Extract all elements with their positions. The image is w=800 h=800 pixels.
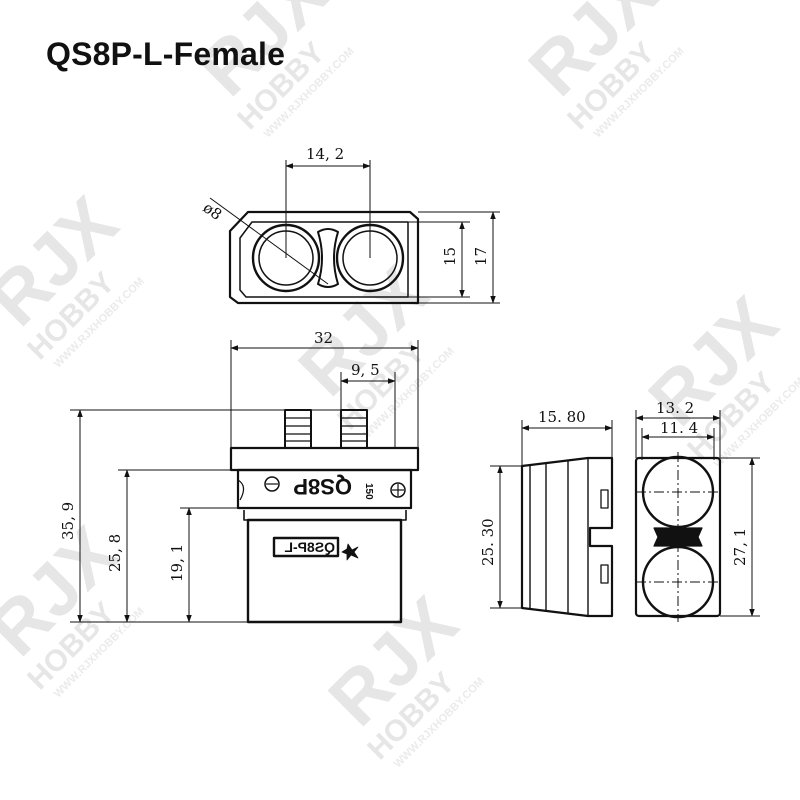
end-outer-width-label: 13. 2 xyxy=(656,399,694,417)
socket-separator xyxy=(317,228,339,288)
side-view: 15. 80 25. 30 xyxy=(479,408,614,618)
lower-height-label: 19, 1 xyxy=(168,544,186,582)
connector-middle-body xyxy=(236,468,413,510)
qs8p-l-front-marking: QS8P-L xyxy=(284,539,335,555)
connector-lower-body xyxy=(246,518,403,624)
top-view-outer-housing xyxy=(228,210,420,305)
connector-cap xyxy=(229,446,420,472)
side-latch-upper xyxy=(600,489,609,509)
end-divider xyxy=(653,527,703,547)
left-screw-icon xyxy=(264,476,280,492)
side-latch-lower xyxy=(600,564,609,584)
inner-height-label: 15 xyxy=(441,247,459,266)
end-view: 13. 2 11. 4 27, 1 xyxy=(634,399,760,622)
side-view-outline xyxy=(520,456,614,618)
end-height-label: 27, 1 xyxy=(731,528,749,566)
pitch-label: 14, 2 xyxy=(306,145,344,163)
front-view: QS8P 150 QS8P-L 32 9, 5 35, 9 xyxy=(59,329,420,624)
depth-label: 15. 80 xyxy=(538,408,586,426)
side-height-label: 25. 30 xyxy=(479,518,497,566)
diameter-leader xyxy=(209,197,329,285)
pin-offset-label: 9, 5 xyxy=(351,361,380,379)
top-view: ø8 14, 2 15 17 xyxy=(200,145,500,305)
left-pin xyxy=(284,409,312,449)
qs8p-top-marking: QS8P xyxy=(293,474,352,499)
diameter-label: ø8 xyxy=(200,199,226,224)
total-height-label: 35, 9 xyxy=(59,502,77,540)
width-label: 32 xyxy=(314,329,333,347)
side-text: 150 xyxy=(363,483,374,500)
end-inner-width-label: 11. 4 xyxy=(660,419,698,437)
connector-step xyxy=(243,510,407,521)
qs8p-l-label-box xyxy=(272,536,340,558)
outer-height-label: 17 xyxy=(472,247,490,266)
page-title: QS8P-L-Female xyxy=(46,36,286,72)
right-pin xyxy=(340,409,368,449)
body-height-label: 25, 8 xyxy=(106,534,124,572)
right-screw-icon xyxy=(390,482,406,498)
burst-icon xyxy=(341,543,359,561)
